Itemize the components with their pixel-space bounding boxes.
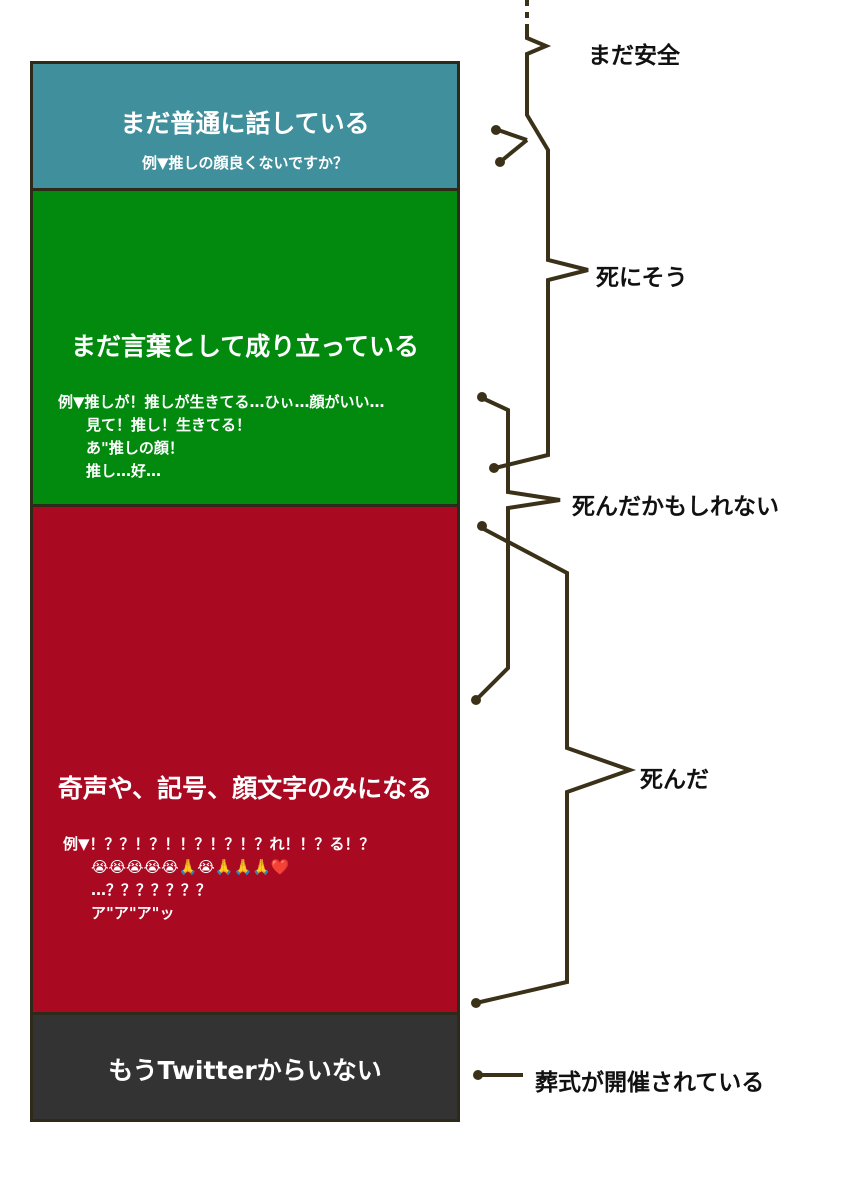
band-gone-from-twitter: もうTwitterからいない (33, 1015, 457, 1119)
label-about-to-die: 死にそう (596, 265, 688, 291)
example-line: 推し…好… (86, 462, 162, 480)
brace-dead (475, 525, 637, 1005)
example-line: 見て！推し！生きてる！ (86, 416, 252, 434)
band-title: 奇声や、記号、顔文字のみになる (57, 774, 433, 803)
status-stack: まだ普通に話している 例▼推しの顔良くないですか？ まだ言葉として成り立っている… (30, 61, 460, 1122)
band-still-words: まだ言葉として成り立っている 例▼推しが！推しが生きてる…ひぃ…顔がいい… 見て… (33, 191, 457, 507)
band-title: まだ言葉として成り立っている (70, 332, 419, 361)
brace-almost-dead-top (497, 128, 529, 164)
band-example: 例▼推しが！推しが生きてる…ひぃ…顔がいい… 見て！推し！生きてる！ あ"推しの… (58, 391, 385, 483)
example-line: ア"ア"ア"ッ (91, 904, 175, 922)
example-line: 例▼推しが！推しが生きてる…ひぃ…顔がいい… (58, 393, 385, 411)
band-only-noises: 奇声や、記号、顔文字のみになる 例▼！？？！？！！？！？！？れ！！？る！？ 😭😭… (33, 507, 457, 1015)
dot (471, 695, 481, 705)
band-example: 例▼推しの顔良くないですか？ (33, 152, 457, 175)
brace-maybe-dead (474, 395, 561, 702)
label-funeral: 葬式が開催されている (535, 1070, 765, 1096)
band-still-talking: まだ普通に話している 例▼推しの顔良くないですか？ (33, 64, 457, 191)
dot (495, 157, 505, 167)
example-line: 例▼推しの顔良くないですか？ (141, 154, 349, 172)
band-title: まだ普通に話している (120, 109, 370, 138)
example-line: 例▼！？？！？！！？！？！？れ！！？る！？ (63, 835, 375, 853)
example-line: …？？？？？？？ (91, 881, 212, 899)
label-dead: 死んだ (640, 767, 709, 793)
dot (489, 463, 499, 473)
dot (471, 998, 481, 1008)
dot (477, 392, 487, 402)
dot (491, 125, 501, 135)
band-title: もうTwitterからいない (108, 1056, 382, 1085)
band-example: 例▼！？？！？！！？！？！？れ！！？る！？ 😭😭😭😭😭🙏😭🙏🙏🙏❤️ …？？？？… (63, 833, 375, 925)
label-maybe-dead: 死んだかもしれない (572, 494, 779, 520)
example-line: 😭😭😭😭😭🙏😭🙏🙏🙏❤️ (91, 858, 290, 876)
dot (477, 521, 487, 531)
dot (473, 1070, 483, 1080)
brace-safe (494, 30, 589, 470)
label-still-safe: まだ安全 (588, 43, 680, 69)
example-line: あ"推しの顔！ (86, 439, 184, 457)
